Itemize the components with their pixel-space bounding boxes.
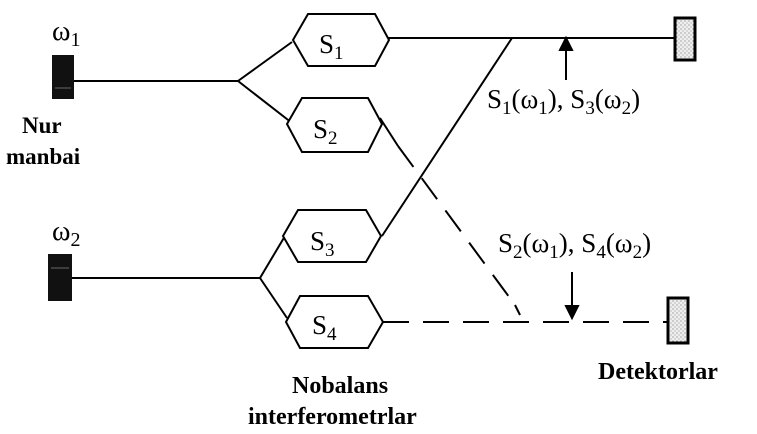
arrow-up (558, 35, 574, 80)
interferometer-s4: S4 (284, 295, 385, 349)
interferometer-s1: S1 (291, 13, 391, 67)
svg-text:S3: S3 (310, 226, 335, 261)
svg-text:S2: S2 (313, 114, 338, 149)
omega1-label: ω1 (52, 16, 80, 51)
light-source-icon (48, 254, 72, 301)
arrow-bottom-label: S2(ω1), S4(ω2) (498, 228, 651, 263)
svg-text:S1: S1 (319, 29, 344, 64)
source-caption-line2: manbai (6, 144, 81, 169)
interferometer-s3: S3 (281, 209, 383, 263)
detector-icon (666, 296, 690, 345)
light-source-2: ω2 (48, 216, 80, 301)
light-source-icon (52, 55, 74, 99)
dashed-beams (383, 145, 670, 323)
arrow-top-label: S1(ω1), S3(ω2) (487, 84, 640, 119)
source-caption-line1: Nur (22, 113, 62, 138)
interferometer-s2: S2 (285, 97, 384, 153)
center-caption-line1: Nobalans (292, 373, 388, 399)
detector-icon (673, 16, 697, 62)
light-source-1: ω1 (52, 16, 80, 99)
arrow-down (564, 272, 580, 321)
center-caption-line2: interferometrlar (248, 404, 417, 430)
beam-lines (72, 37, 675, 319)
svg-text:S4: S4 (312, 310, 337, 345)
detectors-caption: Detektorlar (598, 359, 718, 385)
omega2-label: ω2 (52, 216, 80, 251)
